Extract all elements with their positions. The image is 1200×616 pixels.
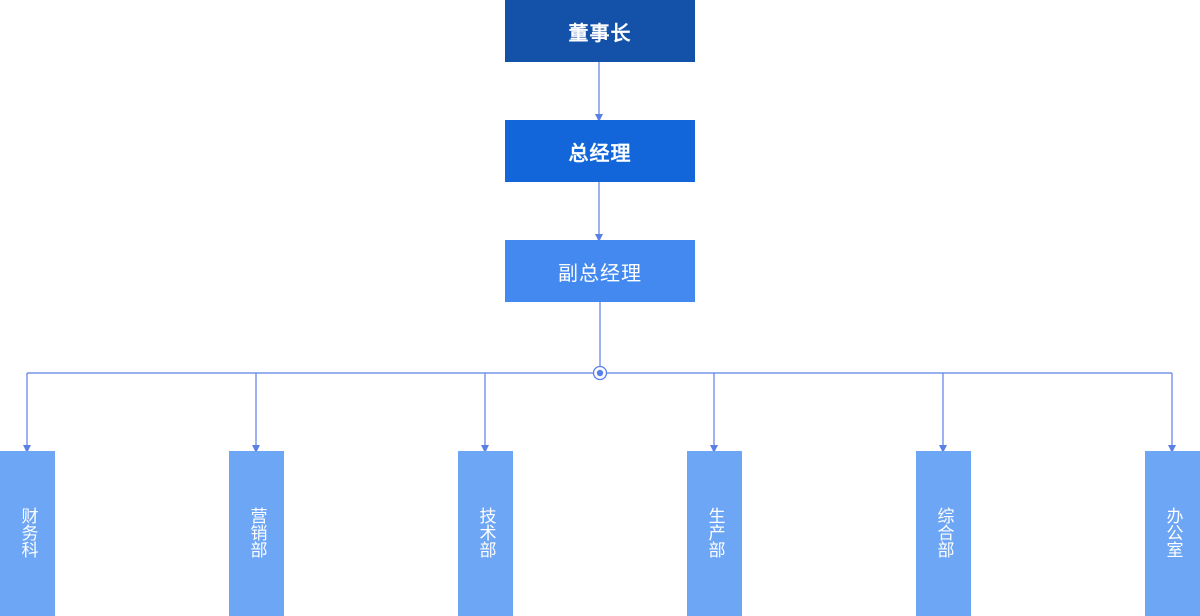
general-manager-label: 总经理 <box>568 140 632 165</box>
department-label-3: 技术部 <box>475 507 496 558</box>
department-label-4: 生产部 <box>704 507 725 558</box>
department-box-5: 综合部 <box>916 451 971 616</box>
department-label-2: 营销部 <box>246 507 267 558</box>
deputy-general-manager-label: 副总经理 <box>558 260 642 285</box>
department-box-3: 技术部 <box>458 451 513 616</box>
department-box-6: 办公室 <box>1145 451 1200 616</box>
chairman-label: 董事长 <box>568 20 632 45</box>
department-box-4: 生产部 <box>687 451 742 616</box>
chairman-box: 董事长 <box>505 0 695 62</box>
department-label-5: 综合部 <box>933 507 954 558</box>
department-box-1: 财务科 <box>0 451 55 616</box>
deputy-general-manager-box: 副总经理 <box>505 240 695 302</box>
general-manager-box: 总经理 <box>505 120 695 182</box>
junction-node-inner <box>596 369 604 377</box>
department-label-6: 办公室 <box>1162 507 1183 558</box>
department-box-2: 营销部 <box>229 451 284 616</box>
department-label-1: 财务科 <box>17 507 38 558</box>
